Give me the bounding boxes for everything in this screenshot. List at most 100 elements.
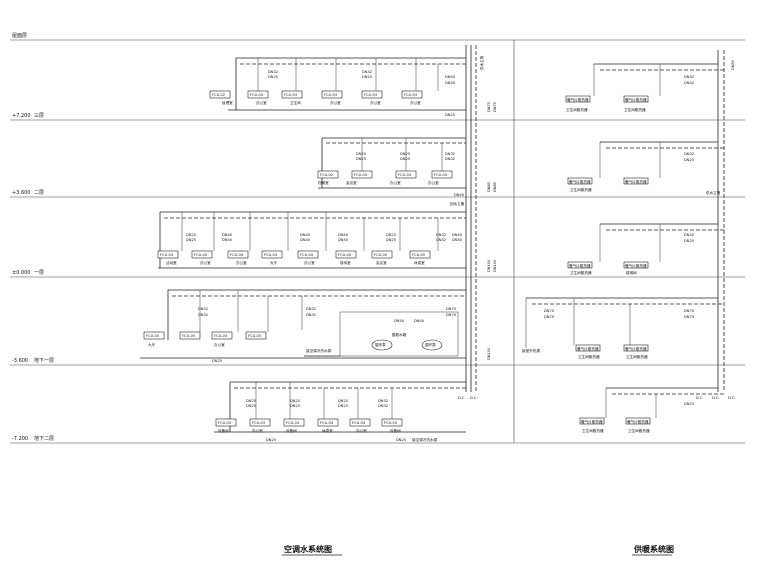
heat-1f-rad-2	[623, 261, 649, 269]
heat-2f-dn-2: DN25	[684, 158, 694, 162]
3f-dn-1: DN32	[268, 70, 278, 74]
3f-dn-6: DN40	[445, 81, 456, 85]
b2-dn-5: DN25	[338, 399, 348, 403]
3f-dn-2: DN25	[268, 75, 278, 79]
2f-room-4: 办公室	[428, 180, 439, 185]
heat-b1-rad-2-label: 暖气片散热器	[625, 346, 647, 351]
heat-b1-rad-1	[575, 344, 601, 352]
b1-source-note: 接空调冷热水源	[306, 348, 332, 353]
b1-dn-5: DN70	[446, 307, 457, 311]
b2-fcu-4-label: FCU-03	[320, 421, 333, 425]
1f-fcu-6	[335, 250, 357, 259]
1f-dn-10: DN25	[386, 238, 396, 242]
heat-3f-room-1: 卫生间散热器	[566, 107, 588, 112]
b2-fcu-5	[349, 418, 371, 427]
b2-room-3: 设备间	[286, 428, 297, 433]
heat-3f-dn-2: DN32	[684, 81, 694, 85]
b2-room-1: 设备间	[218, 428, 229, 433]
1f-room-3: 办公室	[236, 260, 247, 265]
heat-b1-dn-4: DN70	[684, 315, 695, 319]
b2-room-5: 办公室	[356, 428, 367, 433]
2f-dn-6: DN32	[445, 157, 455, 161]
2f-fcu-1-label: FCU-02	[320, 173, 333, 177]
1f-dn-7: DN50	[338, 233, 349, 237]
heat-1f-dn-1: DN32	[684, 233, 694, 237]
b2-room-6: 设备间	[390, 428, 401, 433]
heat-3f-rad-2-label: 暖气片散热器	[625, 97, 647, 102]
heat-3f-rad-2	[623, 95, 649, 103]
b1-room-1: 大厅	[148, 342, 156, 347]
heat-2f-dn-1: DN32	[684, 152, 694, 156]
1f-dn-4: DN40	[222, 238, 233, 242]
floor-elev-2: +3.600	[12, 190, 31, 196]
3f-dn-7: DN25	[445, 113, 455, 117]
3f-fcu-row: FCU-02 FCU-03 FCU-03 FCU-03 FCU-03 FCU-0…	[209, 90, 423, 99]
heat-3f-dn-1: DN32	[684, 75, 694, 79]
1f-fcu-2-label: FCU-04	[194, 253, 208, 257]
b2-dn-6: DN25	[338, 404, 348, 408]
b2-dn-3: DN25	[290, 399, 300, 403]
1f-dn-8: DN50	[338, 238, 349, 242]
3f-fcu-6-label: FCU-03	[404, 93, 417, 97]
heat-b1: 暖气片散热器 暖气片散热器 卫生间散热器 卫生间散热器 接室外热源 DN70 D…	[522, 297, 724, 359]
1f-fcu-5-label: FCU-04	[300, 253, 314, 257]
3f-room-1: 经理室	[222, 100, 233, 105]
b1-tank-label: 膨胀水箱	[392, 332, 407, 337]
b1-dn-2: DN32	[198, 313, 208, 317]
2f-dn-5: DN32	[445, 152, 455, 156]
b1-dn-4: DN32	[306, 313, 316, 317]
heat-riser-label: DN50	[731, 59, 735, 70]
riser-dn-2b: DN80	[493, 181, 497, 192]
1f-room-7: 会议室	[376, 260, 387, 265]
b1-fcu-3-label: FCU-03	[214, 334, 227, 338]
3f-fcu-2-label: FCU-03	[250, 93, 263, 97]
heat-b2-rad-1	[579, 417, 605, 425]
heat-2f: 暖气片散热器 暖气片散热器 卫生间散热器 DN32 DN25 供水立管	[567, 141, 724, 195]
1f-dn-2: DN25	[186, 238, 196, 242]
dc-right-1: D.C.	[696, 396, 704, 400]
heat-2f-note: 供水立管	[706, 190, 721, 195]
roof-label: 屋面层	[12, 33, 27, 39]
heat-1f-room-1: 卫生间散热器	[570, 270, 592, 275]
1f-room-2: 办公室	[200, 260, 211, 265]
3f-fcu-3-label: FCU-03	[284, 93, 297, 97]
b1-room-2: 办公室	[214, 342, 225, 347]
b2-fcu-3-label: FCU-03	[286, 421, 299, 425]
heat-2f-rad-1-label: 暖气片散热器	[569, 179, 591, 184]
title-left: 空调水系统图	[284, 544, 332, 554]
1f-dn-3: DN40	[222, 233, 233, 237]
1f-riser-note: 回水立管	[450, 201, 465, 206]
dc-right-2: D.C.	[712, 396, 720, 400]
heat-b2-dn-1: DN25	[684, 402, 694, 406]
2f-dn-main: DN40	[454, 193, 465, 197]
1f-fcu-6-label: FCU-04	[338, 253, 352, 257]
1f-room-8: 休息室	[414, 260, 425, 265]
1f-room-1: 活动室	[166, 260, 177, 265]
heat-3f-rad-1	[565, 95, 591, 103]
b2-dn-2: DN25	[246, 404, 256, 408]
1f-room-5: 办公室	[304, 260, 315, 265]
floor-elev-b2: -7.200	[12, 436, 28, 442]
1f-dn-9: DN25	[386, 233, 396, 237]
heat-b2-room-2: 卫生间散热器	[628, 428, 650, 433]
1f-fcu-3	[227, 250, 249, 259]
heat-b2-room-1: 卫生间散热器	[582, 428, 604, 433]
3f-room-2: 办公室	[256, 100, 267, 105]
heat-b2: 暖气片散热器 暖气片散热器 卫生间散热器 卫生间散热器 DN25	[579, 387, 724, 433]
b2-dn-main-1: DN25	[266, 438, 276, 442]
riser-dn-3: DN70	[487, 101, 491, 112]
1f-fcu-5	[297, 250, 319, 259]
b2-source-note: 接空调冷热水源	[412, 437, 438, 442]
floor-elev-3: +7.200	[12, 113, 31, 119]
b1-dn-main: DN25	[212, 359, 222, 363]
floor-elev-1: ±0.000	[12, 270, 31, 276]
heat-b2-rad-2-label: 暖气片散热器	[627, 419, 649, 424]
riser-dn-b1: DN100	[487, 347, 491, 360]
1f-room-6: 接待室	[340, 260, 351, 265]
heat-b1-dn-1: DN70	[544, 309, 555, 313]
b1-fcu-1	[143, 331, 165, 340]
heat-1f-rad-1	[567, 261, 593, 269]
dc-left-1: D.C.	[458, 396, 466, 400]
3f-room-5: 办公室	[370, 100, 381, 105]
